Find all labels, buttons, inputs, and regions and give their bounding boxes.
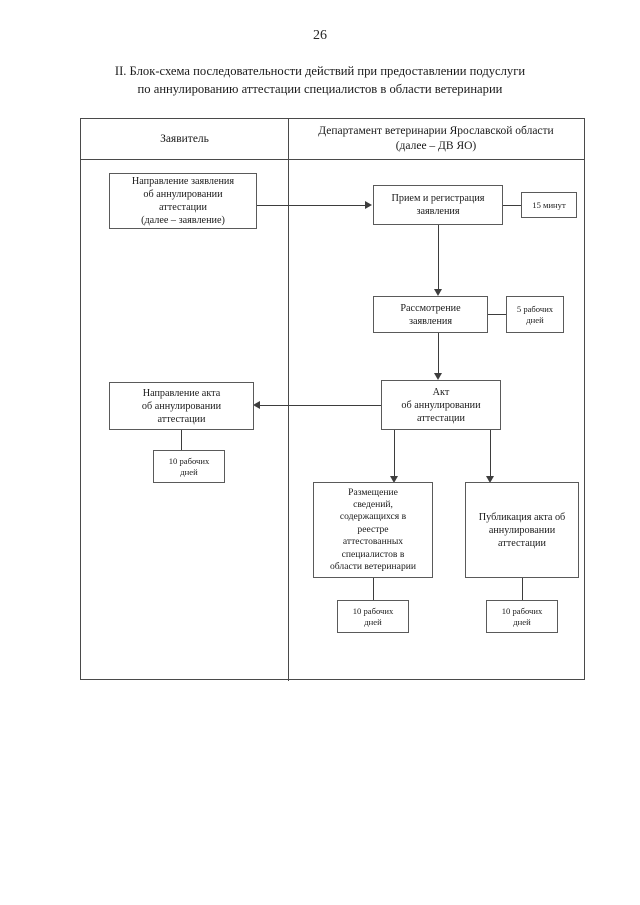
duration-send-act-line-2: дней	[180, 466, 198, 477]
connector-receive-to-review	[438, 225, 439, 293]
node-publish-act-line-2: аннулировании	[488, 524, 556, 536]
node-review-application: Рассмотрение заявления	[373, 296, 488, 333]
page-title: II. Блок-схема последовательности действ…	[70, 62, 570, 98]
arrowhead-submit-to-receive	[365, 201, 372, 209]
duration-send-act-line-1: 10 рабочих	[168, 455, 210, 466]
table-column-divider	[288, 119, 289, 681]
node-submit-application-line-4: (далее – заявление)	[141, 215, 225, 226]
node-register-publication-line-3: содержащихся в	[339, 511, 407, 523]
page-title-line-1: II. Блок-схема последовательности действ…	[114, 64, 526, 78]
page-title-line-2: по аннулированию аттестации специалистов…	[137, 82, 503, 96]
duration-receive-register: 15 минут	[521, 192, 577, 218]
duration-register-publication-line-2: дней	[364, 616, 382, 627]
connector-receive-to-duration	[503, 205, 521, 206]
node-annulment-act-line-1: Акт	[432, 386, 450, 398]
table-header-department-line-2: (далее – ДВ ЯО)	[395, 140, 477, 152]
duration-review-application-line-2: дней	[526, 314, 544, 325]
connector-review-to-act	[438, 333, 439, 377]
duration-send-act: 10 рабочих дней	[153, 450, 225, 483]
flowchart-table: Заявитель Департамент ветеринарии Яросла…	[80, 118, 585, 681]
node-send-act-line-3: аттестации	[157, 413, 206, 425]
connector-register-publication-to-duration	[373, 578, 374, 600]
node-register-publication-line-5: аттестованных	[342, 536, 404, 548]
node-submit-application-line-2: об аннулировании	[143, 189, 223, 200]
node-review-application-line-2: заявления	[408, 315, 453, 327]
table-header-applicant-label: Заявитель	[160, 132, 209, 145]
table-header-applicant: Заявитель	[81, 119, 288, 159]
node-register-publication-line-2: сведений,	[353, 498, 393, 510]
duration-register-publication: 10 рабочих дней	[337, 600, 409, 633]
connector-submit-to-receive	[257, 205, 367, 206]
arrowhead-receive-to-review	[434, 289, 442, 296]
node-submit-application-line-3: аттестации	[159, 202, 207, 213]
connector-send-act-to-duration	[181, 430, 182, 450]
node-receive-register-line-2: заявления	[416, 206, 460, 217]
connector-act-to-publish-act	[490, 430, 491, 480]
node-send-act-line-1: Направление акта	[142, 387, 221, 399]
duration-register-publication-line-1: 10 рабочих	[352, 605, 394, 616]
duration-review-application: 5 рабочих дней	[506, 296, 564, 333]
node-send-act: Направление акта об аннулировании аттест…	[109, 382, 254, 430]
duration-publish-act-line-1: 10 рабочих	[501, 605, 543, 616]
arrowhead-act-to-publish-act	[486, 476, 494, 483]
node-register-publication-line-4: реестре	[357, 523, 389, 535]
node-annulment-act: Акт об аннулировании аттестации	[381, 380, 501, 430]
node-send-act-line-2: об аннулировании	[141, 400, 222, 412]
arrowhead-act-to-send-act	[253, 401, 260, 409]
node-publish-act-line-3: аттестации	[498, 537, 546, 549]
connector-act-to-send-act	[259, 405, 381, 406]
arrowhead-review-to-act	[434, 373, 442, 380]
duration-review-application-line-1: 5 рабочих	[516, 303, 554, 314]
table-header-department: Департамент ветеринарии Ярославской обла…	[288, 119, 584, 159]
table-header-rule	[81, 159, 584, 160]
node-register-publication-line-1: Размещение	[348, 486, 398, 498]
arrowhead-act-to-register-publication	[390, 476, 398, 483]
duration-publish-act-line-2: дней	[513, 616, 531, 627]
node-register-publication: Размещение сведений, содержащихся в реес…	[313, 482, 433, 578]
node-receive-register: Прием и регистрация заявления	[373, 185, 503, 225]
duration-publish-act: 10 рабочих дней	[486, 600, 558, 633]
connector-review-to-duration	[488, 314, 506, 315]
table-header-department-line-1: Департамент ветеринарии Ярославской обла…	[318, 125, 554, 137]
connector-publish-act-to-duration	[522, 578, 523, 600]
node-submit-application-line-1: Направление заявления	[131, 176, 235, 187]
node-receive-register-line-1: Прием и регистрация	[391, 193, 485, 204]
node-submit-application: Направление заявления об аннулировании а…	[109, 173, 257, 229]
node-annulment-act-line-2: об аннулировании	[401, 399, 481, 411]
node-annulment-act-line-3: аттестации	[417, 412, 465, 424]
node-register-publication-line-6: специалистов в	[341, 548, 405, 560]
node-publish-act: Публикация акта об аннулировании аттеста…	[465, 482, 579, 578]
node-review-application-line-1: Рассмотрение	[400, 302, 461, 314]
node-publish-act-line-1: Публикация акта об	[478, 511, 566, 523]
node-register-publication-line-7: области ветеринарии	[329, 561, 417, 573]
page-number: 26	[313, 28, 327, 43]
connector-act-to-register-publication	[394, 430, 395, 480]
duration-receive-register-line-1: 15 минут	[532, 199, 566, 210]
